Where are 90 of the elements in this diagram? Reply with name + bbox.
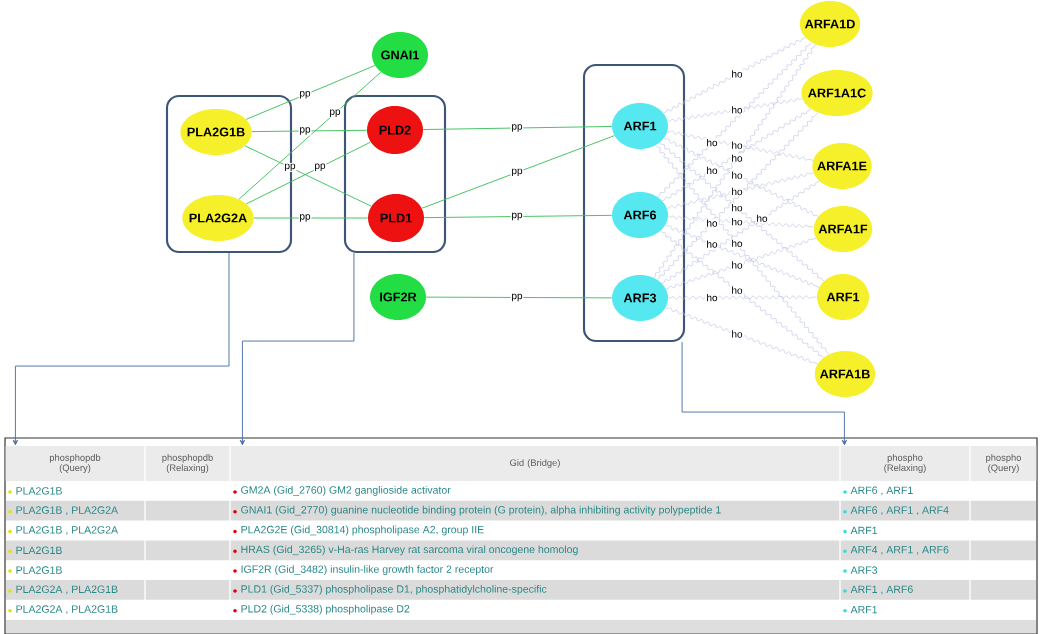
connector xyxy=(666,172,814,209)
column-header: phosphopdb (Query) xyxy=(5,446,145,481)
group-box xyxy=(582,63,686,343)
connector xyxy=(238,71,382,200)
edge-label: pp xyxy=(283,162,297,172)
column-header: phosphopdb (Relaxing) xyxy=(145,446,230,481)
connector xyxy=(253,217,369,219)
edge-label: pp xyxy=(510,123,524,133)
edge-label: ho xyxy=(730,170,744,180)
connector xyxy=(667,97,803,122)
edge-label: pp xyxy=(510,211,524,221)
connector xyxy=(659,142,825,282)
node-label: phospho (Query) xyxy=(986,454,1021,473)
column-header: phospho (Relaxing) xyxy=(840,446,970,481)
edge-label: ho xyxy=(705,138,719,148)
connector xyxy=(423,214,613,219)
edge-label: ho xyxy=(705,218,719,228)
connector xyxy=(657,42,812,198)
table-cell: PLA2G1B xyxy=(8,546,62,554)
edge-label: ho xyxy=(730,217,744,227)
node-label: phosphopdb (Query) xyxy=(49,454,101,473)
table-cell: IGF2R (Gid_3482) insulin-like growth factor 2 receptor xyxy=(233,565,494,575)
edge-label: pp xyxy=(328,108,342,118)
table-cell: ARF1 xyxy=(843,526,877,535)
edge-label: ho xyxy=(730,69,744,79)
node-label: phosphopdb (Relaxing) xyxy=(162,454,213,473)
connector xyxy=(662,108,812,202)
table-cell: PLD1 (Gid_5337) phospholipase D1, phosphatidylcholine-specific xyxy=(233,585,547,595)
edge-label: pp xyxy=(298,126,312,136)
connector xyxy=(667,215,814,228)
table-cell: PLA2G1B , PLA2G2A xyxy=(8,506,119,516)
connector xyxy=(661,180,820,284)
group-box xyxy=(165,94,293,254)
node-label: phospho (Relaxing) xyxy=(884,454,926,473)
table-cell: ARF1 , ARF6 xyxy=(843,585,913,595)
connector xyxy=(660,230,824,358)
edge-label: pp xyxy=(510,167,524,177)
connector xyxy=(239,252,355,446)
edge-label: ho xyxy=(705,165,719,175)
table-cell: ARF4 , ARF1 , ARF6 xyxy=(843,545,949,555)
table-cell: GM2A (Gid_2760) GM2 ganglioside activator xyxy=(233,486,451,496)
table-cell: ARF3 xyxy=(843,566,878,574)
connector xyxy=(657,112,819,281)
connector xyxy=(665,237,817,290)
connector xyxy=(681,341,848,446)
table-cell: PLA2G2A , PLA2G1B xyxy=(8,585,118,595)
edge-label: ho xyxy=(755,213,769,223)
edge-label: ho xyxy=(730,203,744,213)
edge-label: ho xyxy=(730,187,744,196)
connector xyxy=(245,65,376,120)
table-cell: PLA2G1B xyxy=(8,566,62,574)
edge-label: ho xyxy=(730,140,744,150)
connector xyxy=(422,126,613,130)
connector xyxy=(665,307,818,365)
table-cell: ARF6 , ARF1 xyxy=(843,486,913,496)
connector xyxy=(421,135,615,209)
connector xyxy=(251,129,368,133)
table-cell: PLA2G2A , PLA2G1B xyxy=(8,605,118,615)
edge-label: ho xyxy=(730,105,744,115)
edge-label: ho xyxy=(705,239,719,249)
table-cell: PLA2G2E (Gid_30814) phospholipase A2, group IIE xyxy=(233,525,484,536)
table-cell: ARF1 xyxy=(843,606,877,614)
edge-label: ho xyxy=(730,285,744,295)
table-cell: PLD2 (Gid_5338) phospholipase D2 xyxy=(233,604,410,615)
connector xyxy=(655,144,830,355)
edge-label: ho xyxy=(730,260,744,270)
table-cell: PLA2G1B , PLA2G2A xyxy=(8,526,119,535)
edge-label: pp xyxy=(313,162,327,172)
table-cell: HRAS (Gid_3265) v-Ha-ras Harvey rat sarcoma viral oncogene homolog xyxy=(233,545,578,556)
edge-label: pp xyxy=(298,90,312,100)
connector xyxy=(653,44,817,279)
edge-label: ho xyxy=(705,293,719,303)
group-box xyxy=(343,94,447,254)
table-cell: ARF6 , ARF1 , ARF4 xyxy=(843,506,949,516)
edge-label: pp xyxy=(510,292,524,302)
connector xyxy=(663,137,819,217)
column-header: phospho (Query) xyxy=(970,446,1037,481)
edge-label: ho xyxy=(730,329,744,339)
connector xyxy=(665,224,820,288)
connector xyxy=(663,37,806,114)
connector xyxy=(667,130,814,161)
edge-label: pp xyxy=(298,213,312,223)
table-cell: PLA2G1B xyxy=(8,487,62,495)
edge-label: ho xyxy=(730,238,744,248)
table-cell: GNAI1 (Gid_2770) guanine nucleotide binding protein (G protein), alpha inhibiting activity polypeptide 1 xyxy=(233,505,721,516)
connector xyxy=(425,296,613,299)
connector xyxy=(12,252,230,446)
node-label: Gid (Bridge) xyxy=(510,459,560,468)
edge-label: ho xyxy=(730,153,744,163)
connector xyxy=(667,295,818,300)
